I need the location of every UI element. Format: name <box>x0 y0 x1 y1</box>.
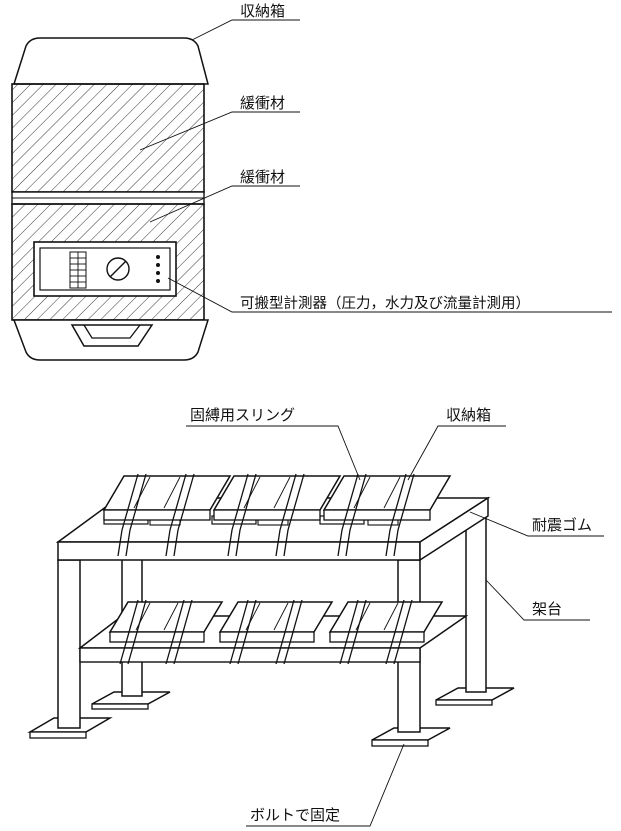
label-stand: 架台 <box>532 600 562 618</box>
label-storage-box-2: 収納箱 <box>446 406 491 424</box>
label-bolt: ボルトで固定 <box>250 806 340 824</box>
storage-case-figure: 収納箱 緩衝材 緩衝材 可搬型計測器（圧力，水力及び流量計測用） <box>11 2 612 361</box>
lower-slings <box>119 599 413 665</box>
portable-instrument <box>33 241 177 297</box>
lower-handle <box>70 324 154 347</box>
leader-rubber <box>469 511 604 537</box>
label-instrument: 可搬型計測器（圧力，水力及び流量計測用） <box>240 295 530 312</box>
upper-slings <box>117 473 415 557</box>
instrument-gauge <box>69 251 87 289</box>
leader-bolt <box>246 743 405 827</box>
rack-figure: 固縛用スリング 収納箱 耐震ゴム 架台 ボルトで固定 <box>27 406 604 827</box>
base-plates <box>27 687 515 747</box>
label-sling: 固縛用スリング <box>190 406 295 424</box>
upper-boxes <box>102 475 452 521</box>
leader-instrument <box>167 277 612 313</box>
label-cushion-1: 緩衝材 <box>240 94 285 112</box>
label-rubber: 耐震ゴム <box>532 516 592 534</box>
upper-lid-shell <box>12 37 209 85</box>
leader-cushion-2 <box>149 185 300 223</box>
instrument-indicators <box>156 255 160 283</box>
leader-sling <box>186 425 361 481</box>
label-storage-box: 収納箱 <box>240 2 285 20</box>
leader-storage-box-2 <box>407 425 506 481</box>
leader-stand <box>485 579 590 621</box>
lower-boxes <box>108 601 444 643</box>
leader-cushion-1 <box>139 111 300 151</box>
leader-storage-box <box>191 19 300 41</box>
lower-handle-inner <box>83 324 141 339</box>
label-cushion-2: 緩衝材 <box>240 168 285 186</box>
instrument-dial <box>106 257 130 281</box>
upper-cushion <box>11 83 205 193</box>
